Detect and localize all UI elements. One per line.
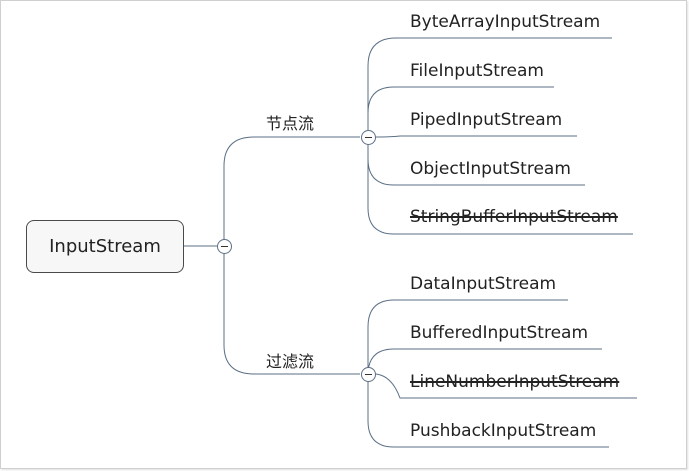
leaf-datainputstream[interactable]: DataInputStream bbox=[410, 274, 557, 294]
branch-node-streams-collapse-toggle[interactable] bbox=[361, 130, 376, 145]
branch-connector-filter-streams bbox=[223, 253, 360, 375]
leaf-stringbufferinputstream[interactable]: StringBufferInputStream bbox=[410, 207, 618, 227]
root-node[interactable]: InputStream bbox=[26, 220, 184, 273]
leaf-connector bbox=[367, 144, 633, 235]
branch-filter-streams-collapse-toggle[interactable] bbox=[361, 367, 376, 382]
root-collapse-toggle[interactable] bbox=[217, 239, 232, 254]
leaf-connector bbox=[375, 135, 577, 138]
leaf-pipedinputstream[interactable]: PipedInputStream bbox=[410, 110, 563, 130]
leaf-fileinputstream[interactable]: FileInputStream bbox=[410, 61, 544, 81]
minus-circle-icon bbox=[365, 373, 372, 376]
leaf-connector bbox=[367, 381, 609, 448]
leaf-connector bbox=[367, 86, 554, 130]
leaf-connector bbox=[375, 373, 637, 399]
leaf-objectinputstream[interactable]: ObjectInputStream bbox=[410, 159, 571, 179]
leaf-bytearrayinputstream[interactable]: ByteArrayInputStream bbox=[410, 12, 601, 32]
branch-node-streams-label[interactable]: 节点流 bbox=[266, 114, 315, 133]
branch-connector-node-streams bbox=[223, 136, 360, 240]
minus-circle-icon bbox=[221, 245, 228, 248]
leaf-linenumberinputstream[interactable]: LineNumberInputStream bbox=[410, 372, 620, 392]
branch-filter-streams-label[interactable]: 过滤流 bbox=[266, 352, 315, 371]
minus-circle-icon bbox=[365, 136, 372, 139]
leaf-connector bbox=[367, 37, 612, 130]
root-node-label: InputStream bbox=[49, 236, 161, 257]
leaf-pushbackinputstream[interactable]: PushbackInputStream bbox=[410, 421, 597, 441]
leaf-bufferedinputstream[interactable]: BufferedInputStream bbox=[410, 323, 589, 343]
leaf-connector bbox=[367, 299, 568, 367]
